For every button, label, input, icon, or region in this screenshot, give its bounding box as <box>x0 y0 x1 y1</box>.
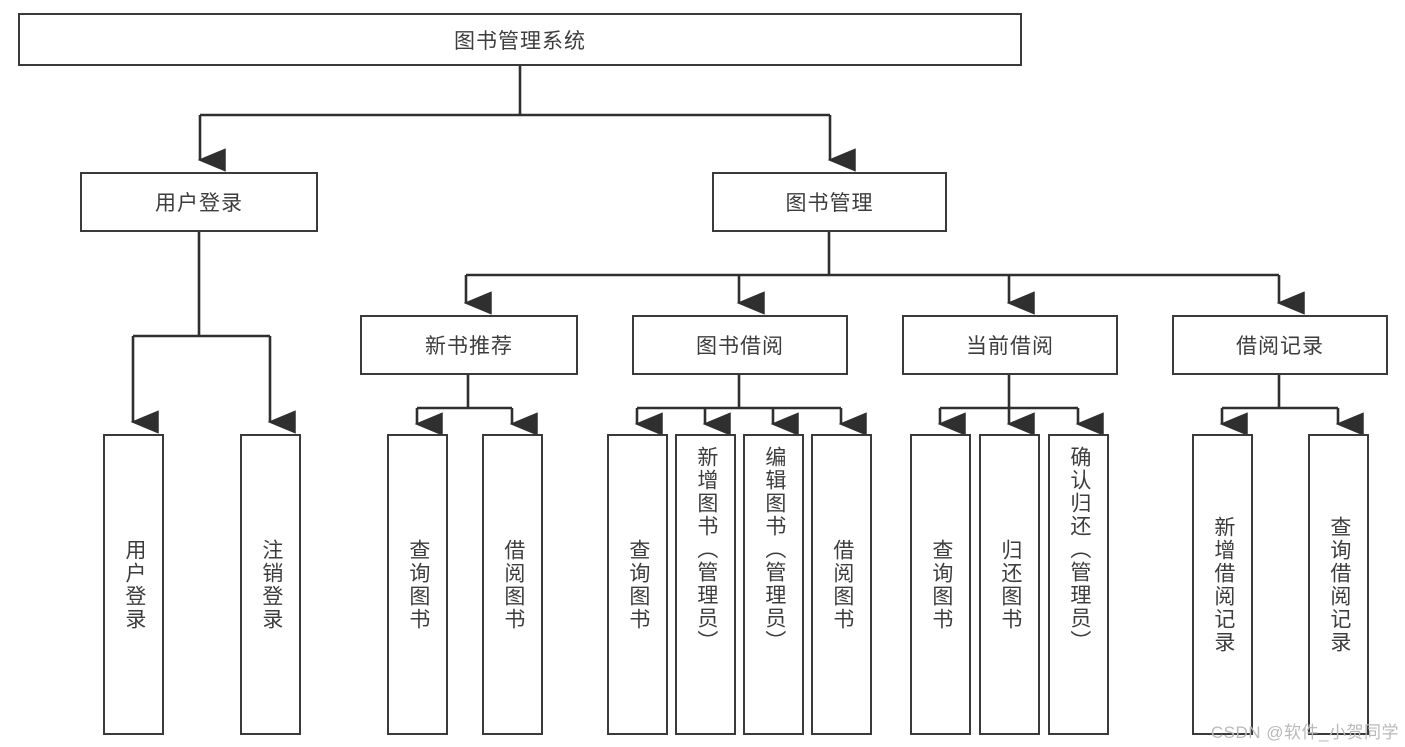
node-leaf-edit-book-label: 编辑图书（管理员） <box>762 446 786 653</box>
node-leaf-query-record-label: 查询借阅记录 <box>1327 515 1351 654</box>
node-leaf-confirm-return-label: 确认归还（管理员） <box>1067 446 1091 653</box>
node-leaf-query-book-3[interactable]: 查询图书 <box>910 434 971 735</box>
node-leaf-logout-login-label: 注销登录 <box>259 538 283 631</box>
node-new-book-recommend[interactable]: 新书推荐 <box>360 315 578 375</box>
node-book-borrow-label: 图书借阅 <box>696 335 784 358</box>
node-borrow-record-label: 借阅记录 <box>1236 335 1324 358</box>
node-leaf-return-book[interactable]: 归还图书 <box>979 434 1040 735</box>
node-leaf-borrow-book-1[interactable]: 借阅图书 <box>482 434 543 735</box>
node-book-manage-label: 图书管理 <box>785 192 874 215</box>
node-leaf-user-login[interactable]: 用户登录 <box>103 434 164 735</box>
node-book-borrow[interactable]: 图书借阅 <box>632 315 848 375</box>
node-leaf-query-record[interactable]: 查询借阅记录 <box>1308 434 1369 735</box>
node-current-borrow[interactable]: 当前借阅 <box>902 315 1118 375</box>
node-leaf-borrow-book-1-label: 借阅图书 <box>501 538 525 631</box>
node-leaf-add-record-label: 新增借阅记录 <box>1211 515 1235 654</box>
node-leaf-query-book-1[interactable]: 查询图书 <box>387 434 448 735</box>
node-current-borrow-label: 当前借阅 <box>966 335 1054 358</box>
node-leaf-borrow-book-2-label: 借阅图书 <box>830 538 854 631</box>
node-borrow-record[interactable]: 借阅记录 <box>1172 315 1388 375</box>
node-root-label: 图书管理系统 <box>454 29 586 53</box>
node-leaf-add-record[interactable]: 新增借阅记录 <box>1192 434 1253 735</box>
node-leaf-borrow-book-2[interactable]: 借阅图书 <box>811 434 872 735</box>
node-user-login-label: 用户登录 <box>155 192 243 215</box>
node-leaf-user-login-label: 用户登录 <box>122 538 146 631</box>
node-leaf-query-book-3-label: 查询图书 <box>929 538 953 631</box>
node-leaf-return-book-label: 归还图书 <box>998 538 1022 631</box>
node-leaf-query-book-2[interactable]: 查询图书 <box>607 434 668 735</box>
node-new-book-recommend-label: 新书推荐 <box>425 335 513 358</box>
node-book-manage[interactable]: 图书管理 <box>712 172 947 232</box>
node-leaf-add-book[interactable]: 新增图书（管理员） <box>675 434 736 735</box>
node-root[interactable]: 图书管理系统 <box>18 13 1022 66</box>
node-leaf-logout-login[interactable]: 注销登录 <box>240 434 301 735</box>
node-leaf-query-book-2-label: 查询图书 <box>626 538 650 631</box>
node-leaf-edit-book[interactable]: 编辑图书（管理员） <box>743 434 804 735</box>
node-leaf-confirm-return[interactable]: 确认归还（管理员） <box>1048 434 1109 735</box>
watermark: CSDN @软件_小贺同学 <box>1210 723 1399 742</box>
node-leaf-query-book-1-label: 查询图书 <box>406 538 430 631</box>
node-leaf-add-book-label: 新增图书（管理员） <box>694 446 718 653</box>
node-user-login[interactable]: 用户登录 <box>80 172 318 232</box>
